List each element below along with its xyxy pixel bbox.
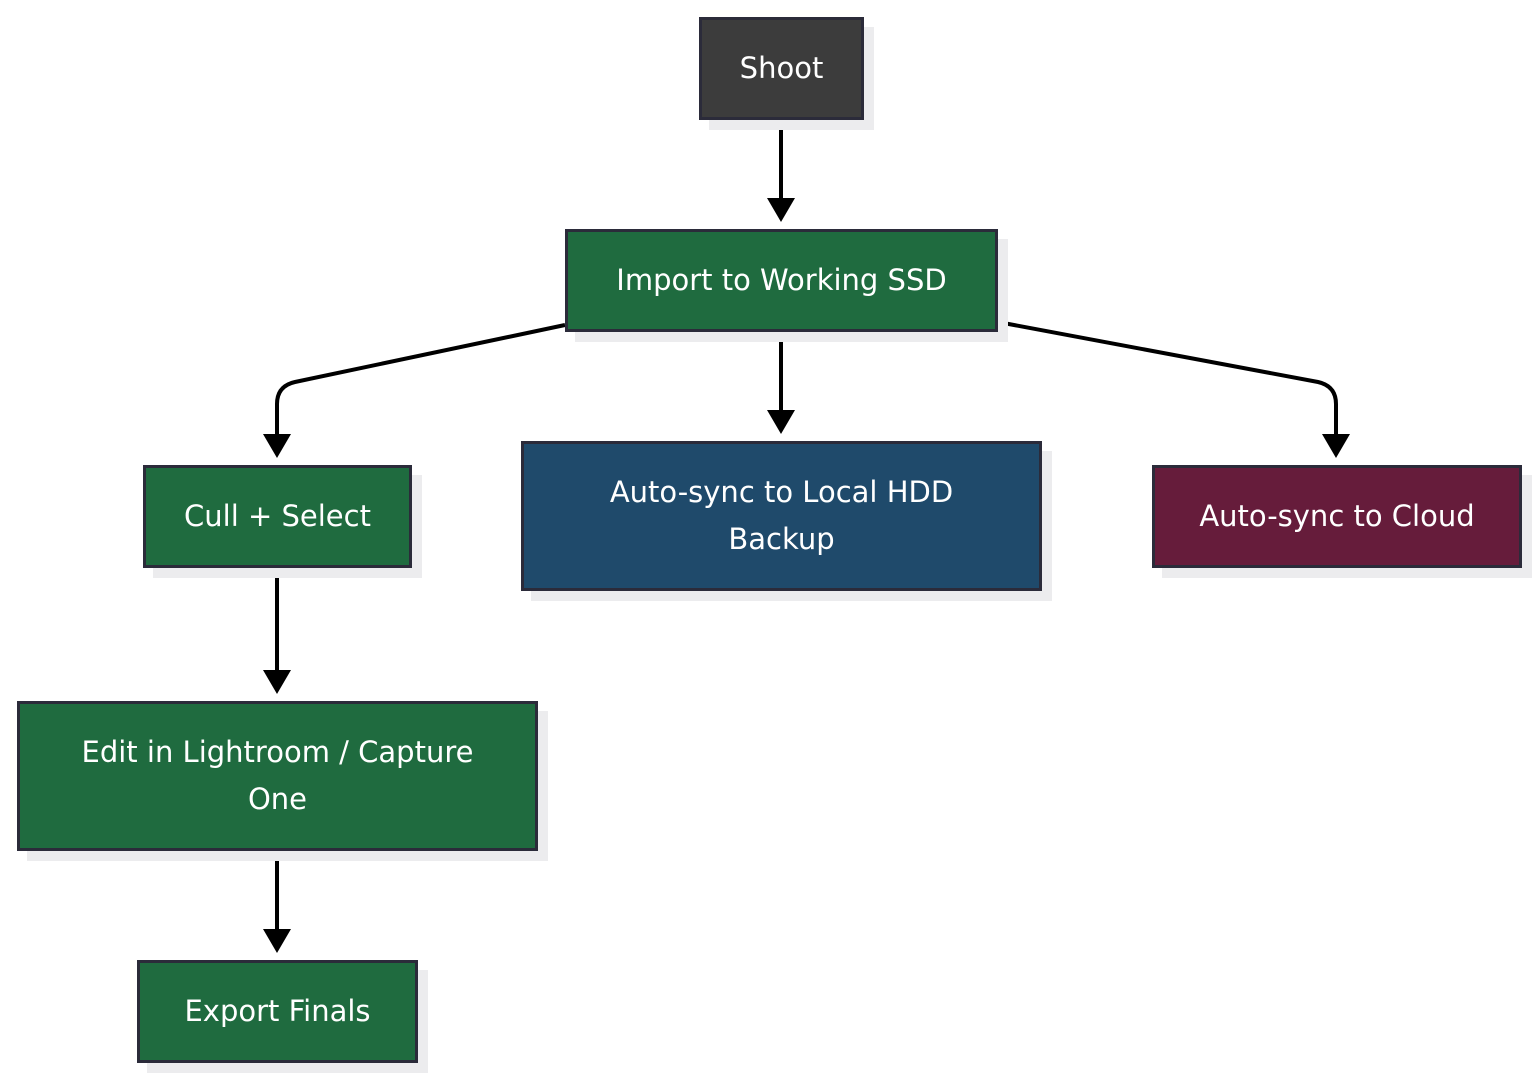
node-cull-label: Cull + Select <box>184 499 371 533</box>
node-edit-label: Edit in Lightroom / Capture One <box>81 735 474 816</box>
node-import-label: Import to Working SSD <box>616 263 947 297</box>
node-cull-select: Cull + Select <box>143 465 412 568</box>
edge-import-to-cloud <box>997 320 1338 436</box>
arrowhead-cull <box>263 434 291 458</box>
node-auto-sync-local-hdd: Auto-sync to Local HDD Backup <box>521 441 1042 591</box>
node-shoot: Shoot <box>699 17 864 120</box>
node-import-to-working-ssd: Import to Working SSD <box>565 229 998 332</box>
node-shoot-label: Shoot <box>739 51 824 85</box>
node-cloud-label: Auto-sync to Cloud <box>1199 499 1475 533</box>
arrowhead-cloud <box>1322 434 1350 458</box>
node-auto-sync-cloud: Auto-sync to Cloud <box>1152 465 1522 568</box>
node-edit-lightroom-capture-one: Edit in Lightroom / Capture One <box>17 701 538 851</box>
arrowhead-import <box>767 198 795 222</box>
node-export-label: Export Finals <box>184 994 371 1028</box>
node-hdd-label: Auto-sync to Local HDD Backup <box>609 475 954 556</box>
edge-import-to-cull <box>275 323 566 436</box>
arrowhead-hdd <box>767 410 795 434</box>
arrowhead-export <box>263 929 291 953</box>
node-export-finals: Export Finals <box>137 960 418 1063</box>
arrowhead-edit <box>263 670 291 694</box>
